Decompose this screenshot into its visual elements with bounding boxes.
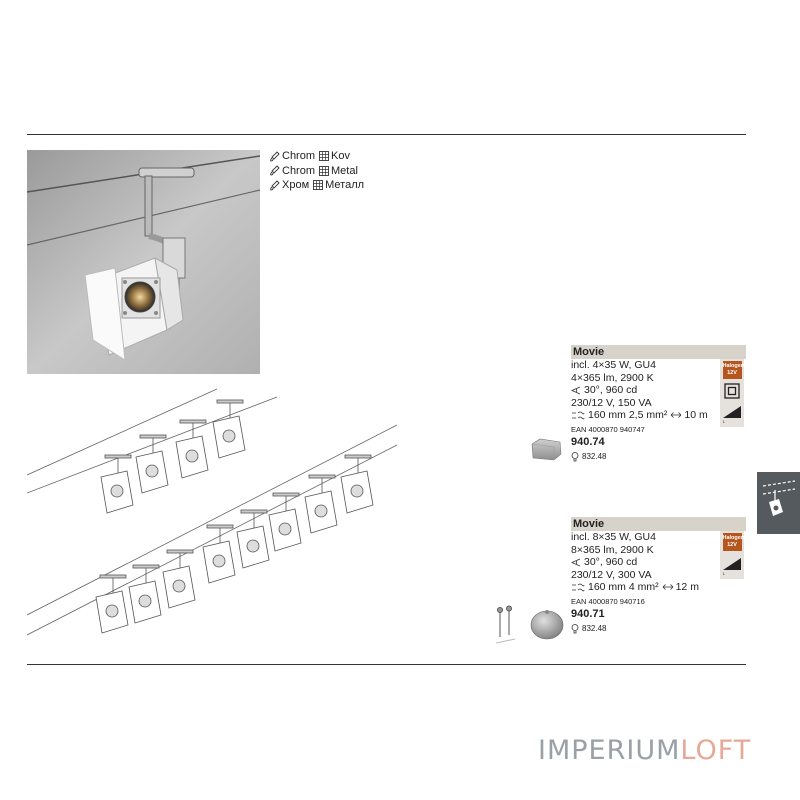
finish-material: Chrom: [282, 164, 316, 177]
svg-text:L: L: [723, 419, 726, 424]
product-ean: EAN 4000870 940716: [571, 596, 645, 606]
grid-icon: [319, 151, 329, 162]
cable-icon: [572, 583, 585, 592]
tensioner-image: [495, 605, 516, 644]
svg-text:L: L: [723, 571, 726, 576]
product-spec-line: 8×365 lm, 2900 K: [571, 543, 654, 556]
brush-icon: [270, 151, 280, 162]
finish-material: Хром: [282, 179, 310, 191]
finish-type: Металл: [325, 179, 365, 191]
length-value: 12 m: [675, 581, 699, 593]
finish-row: Chrom Metal: [270, 164, 364, 179]
product-name: Movie: [571, 517, 746, 531]
cable-spec-value: 160 mm 4 mm²: [588, 581, 659, 593]
product-spec-line: 4×365 lm, 2900 K: [571, 371, 654, 384]
grid-icon: [319, 165, 329, 176]
product-spec-line: incl. 4×35 W, GU4: [571, 359, 656, 371]
beam-angle-value: 30°, 960 cd: [584, 556, 638, 568]
product-ref: 832.48: [571, 623, 746, 635]
transformer-150va-image: [531, 438, 562, 461]
brand-logo: IMPERIUMLOFT: [538, 735, 751, 766]
product-spec-line: 230/12 V, 300 VA: [571, 568, 652, 581]
bulb-icon: [571, 623, 579, 633]
grid-icon: [313, 180, 324, 191]
product-spec-line: 160 mm 4 mm² 12 m: [571, 581, 746, 594]
product-spec-line: 230/12 V, 150 VA: [571, 396, 652, 409]
product-code: 940.71: [571, 607, 605, 620]
length-icon: [662, 584, 673, 591]
product-card: Movie incl. 8×35 W, GU4 8×365 lm, 2900 K…: [571, 517, 746, 635]
product-code: 940.74: [571, 435, 605, 448]
beam-angle-icon: [571, 386, 581, 395]
halogen-badge: Halogen 12V: [722, 361, 744, 379]
product-card: Movie incl. 4×35 W, GU4 4×365 lm, 2900 K…: [571, 345, 746, 463]
product-photo: [27, 150, 260, 374]
cable-system-drawing: [27, 388, 398, 636]
product-ean: EAN 4000870 940747: [571, 424, 645, 434]
cable-spec-value: 160 mm 2,5 mm²: [588, 409, 668, 421]
beam-angle-icon: [571, 558, 581, 567]
product-spec-line: incl. 8×35 W, GU4: [571, 531, 656, 543]
product-spec-line: 160 mm 2,5 mm² 10 m: [571, 409, 746, 422]
finish-type: Kov: [331, 150, 350, 162]
finish-material: Chrom: [282, 150, 316, 162]
bulb-icon: [571, 451, 579, 461]
finish-list: Chrom Kov Chrom Metal Хром Металл: [270, 149, 364, 193]
bulb-ref-value: 832.48: [582, 451, 607, 461]
product-ref: 832.48: [571, 451, 746, 463]
bottom-rule: [27, 664, 746, 665]
brand-part-2: LOFT: [680, 735, 752, 766]
bulb-ref-value: 832.48: [582, 623, 607, 633]
length-icon: [671, 412, 682, 419]
dimmer-icon: L: [723, 558, 741, 576]
product-spec-line: 30°, 960 cd: [571, 556, 746, 569]
brush-icon: [270, 165, 280, 176]
brush-icon: [270, 180, 280, 191]
cable-system-icon: [762, 480, 796, 516]
brand-part-1: IMPERIUM: [538, 735, 681, 766]
product-badge-column: Halogen 12V L: [720, 359, 744, 427]
product-spec-line: 30°, 960 cd: [571, 384, 746, 397]
spotlight-photo: [27, 150, 260, 374]
finish-row: Хром Металл: [270, 178, 364, 193]
halogen-badge: Halogen 12V: [722, 533, 744, 551]
cable-icon: [572, 411, 585, 420]
length-value: 10 m: [684, 409, 708, 421]
beam-angle-value: 30°, 960 cd: [584, 384, 638, 396]
dimmer-icon: L: [723, 406, 741, 424]
class-ii-icon: [724, 383, 740, 399]
product-name: Movie: [571, 345, 746, 359]
finish-type: Metal: [331, 164, 358, 177]
transformer-300va-image: [530, 610, 564, 640]
finish-row: Chrom Kov: [270, 149, 364, 164]
category-tab[interactable]: [757, 472, 800, 534]
top-rule: [27, 134, 746, 135]
product-badge-column: Halogen 12V L: [720, 531, 744, 579]
